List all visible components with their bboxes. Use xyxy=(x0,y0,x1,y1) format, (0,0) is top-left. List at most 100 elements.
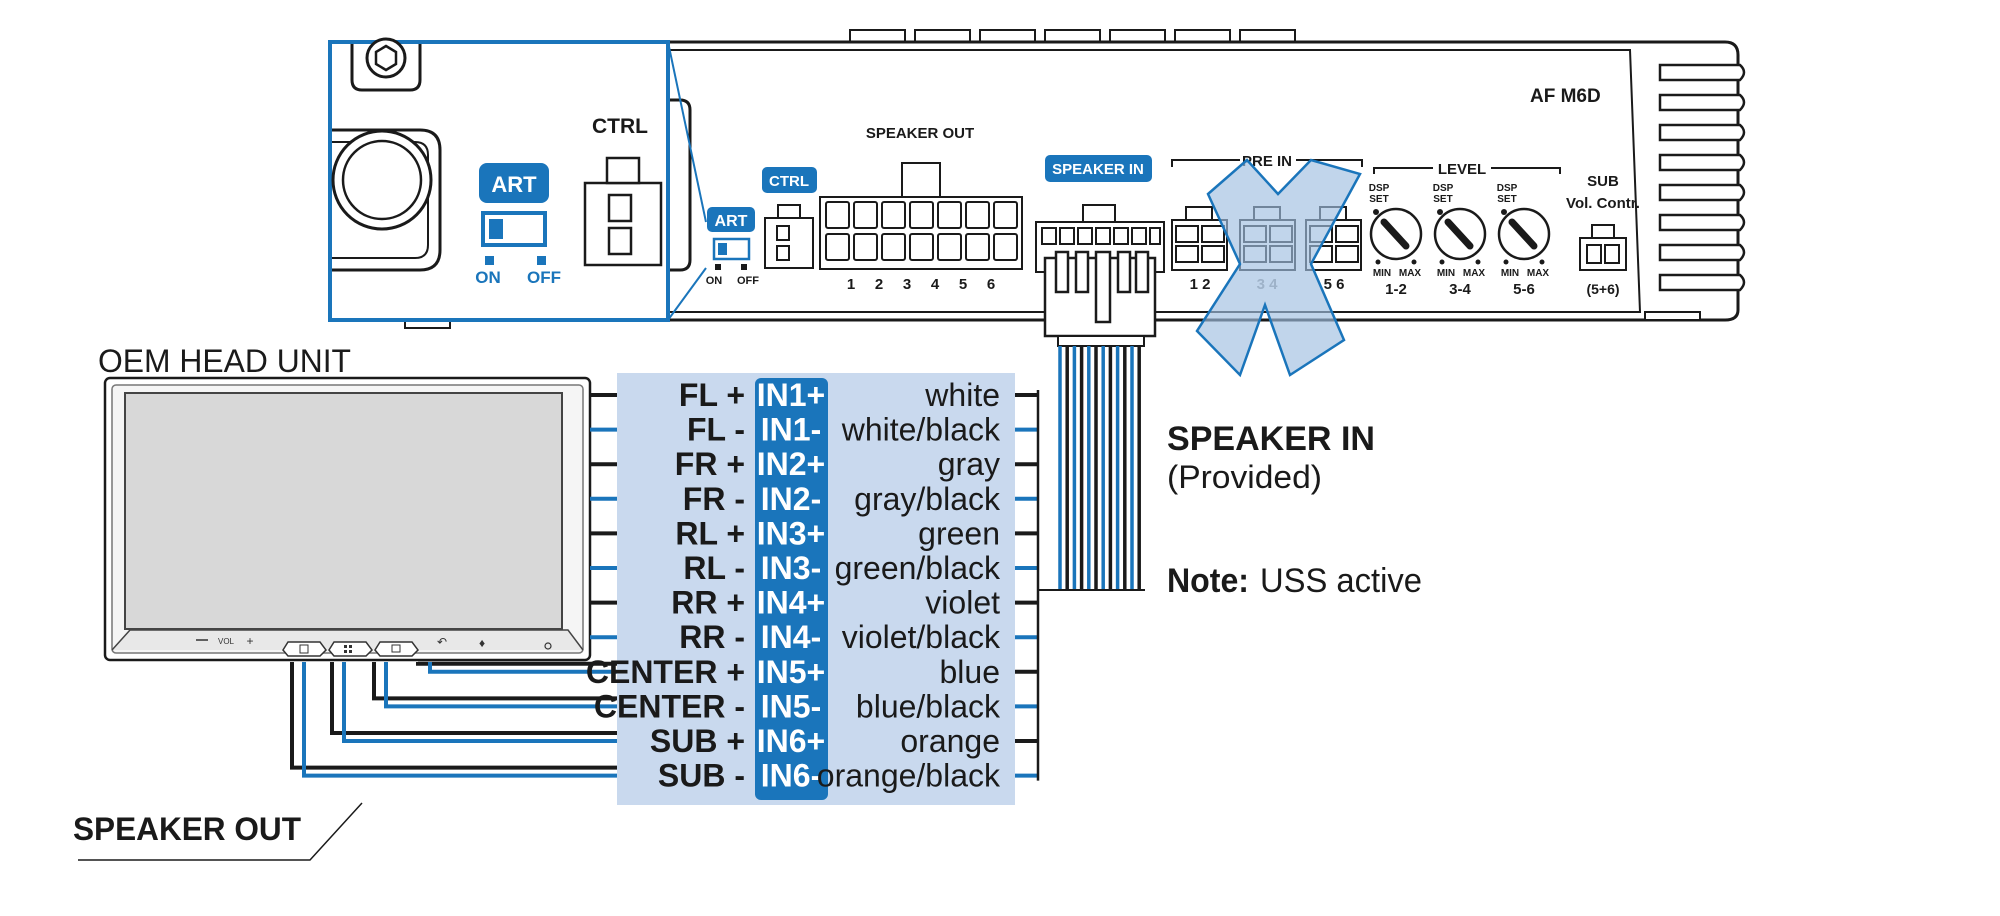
speaker-in-tag-label: SPEAKER IN xyxy=(1052,161,1144,178)
channel-label: RR - xyxy=(679,619,745,655)
speaker-out-pin-4: 4 xyxy=(931,276,940,293)
speaker-out-label: SPEAKER OUT xyxy=(73,811,301,847)
ctrl-tag-small-label: CTRL xyxy=(769,173,809,190)
input-label: IN1- xyxy=(761,412,821,448)
channel-label: FL + xyxy=(679,377,745,413)
voice-icon[interactable]: ♦ xyxy=(479,636,485,650)
head-unit-label: OEM HEAD UNIT xyxy=(98,343,351,379)
sub-vol-connector[interactable] xyxy=(1579,224,1627,271)
speaker-out-connector[interactable] xyxy=(819,162,1023,270)
knob-range-label: 5-6 xyxy=(1513,281,1535,298)
input-label: IN6+ xyxy=(757,723,825,759)
speaker-in-tag xyxy=(1045,155,1152,182)
ctrl-connector-large[interactable] xyxy=(583,156,663,267)
input-label: IN3+ xyxy=(757,515,825,551)
ctrl-connector-small[interactable] xyxy=(764,204,814,269)
ctrl-tag-small xyxy=(762,167,817,193)
input-label: IN5+ xyxy=(757,654,825,690)
channel-label: FR + xyxy=(675,446,745,482)
min-dot xyxy=(1375,259,1381,265)
amp-top-ridges xyxy=(849,29,1296,43)
media-button-icon[interactable] xyxy=(374,641,419,657)
knob-pointer xyxy=(1444,218,1474,250)
note-text: USS active xyxy=(1260,562,1422,600)
wire-color-label: blue xyxy=(940,654,1001,690)
plus-icon[interactable]: + xyxy=(246,634,253,648)
panel-output-pins xyxy=(1015,390,1040,781)
min-label: MIN xyxy=(1437,268,1455,279)
wire-color-label: orange xyxy=(900,723,1000,759)
art-off-small: OFF xyxy=(737,275,759,287)
head-unit-screen[interactable] xyxy=(124,392,563,630)
wire-color-label: violet/black xyxy=(842,619,1001,655)
speaker-in-note-title: SPEAKER IN xyxy=(1167,420,1375,458)
speaker-out-wire xyxy=(342,662,617,743)
speaker-out-pins: 1 2 3 4 5 6 xyxy=(847,276,995,293)
speaker-out-wire xyxy=(290,662,617,770)
wire-color-label: white/black xyxy=(841,412,1001,448)
pre-in-disabled-cross xyxy=(1195,158,1362,378)
max-label: MAX xyxy=(1399,268,1422,279)
max-dot xyxy=(1475,259,1481,265)
vol-contr-label: Vol. Contr. xyxy=(1566,195,1640,212)
channel-label: RL - xyxy=(683,550,745,586)
wire-color-label: gray xyxy=(938,446,1000,482)
level-header: LEVEL xyxy=(1438,161,1486,178)
speaker-in-plug xyxy=(1043,250,1157,338)
note-bold: Note: xyxy=(1167,562,1249,600)
input-label: IN3- xyxy=(761,550,821,586)
amp-model-label: AF M6D xyxy=(1530,86,1601,107)
min-dot xyxy=(1503,259,1509,265)
set-label: SET xyxy=(1497,194,1516,205)
set-label: SET xyxy=(1433,194,1452,205)
art-off-large: OFF xyxy=(527,268,561,287)
channel-label: RR + xyxy=(671,585,745,621)
head-unit: VOL + ↶ ♦ xyxy=(103,376,592,662)
channel-label: SUB - xyxy=(658,758,745,794)
speaker-out-header: SPEAKER OUT xyxy=(866,125,974,142)
power-icon[interactable] xyxy=(544,642,552,650)
input-label: IN4+ xyxy=(757,585,825,621)
speaker-out-pin-6: 6 xyxy=(987,276,995,293)
max-label: MAX xyxy=(1463,268,1486,279)
input-label: IN2+ xyxy=(757,446,825,482)
channel-label: RL + xyxy=(675,515,745,551)
art-tag-small-label: ART xyxy=(715,213,748,230)
speaker-out-wire xyxy=(302,662,617,778)
art-tag-large xyxy=(479,163,549,203)
knob-range-label: 1-2 xyxy=(1385,281,1407,298)
dsp-label: DSP xyxy=(1433,183,1454,194)
max-dot xyxy=(1539,259,1545,265)
channel-label: CENTER + xyxy=(586,654,745,690)
input-label: IN5- xyxy=(761,688,821,724)
speaker-out-pin-3: 3 xyxy=(903,276,911,293)
apps-button-icon[interactable] xyxy=(328,641,373,657)
input-label: IN1+ xyxy=(757,377,825,413)
channel-label: SUB + xyxy=(650,723,745,759)
back-icon[interactable]: ↶ xyxy=(437,635,447,649)
channel-label: CENTER - xyxy=(594,688,745,724)
dsp-set-dot xyxy=(1373,209,1379,215)
min-label: MIN xyxy=(1373,268,1391,279)
dsp-label: DSP xyxy=(1497,183,1518,194)
amp-heatsink-fins xyxy=(1658,63,1746,292)
sub-pin-label: (5+6) xyxy=(1586,281,1619,297)
input-label: IN4- xyxy=(761,619,821,655)
dsp-set-dot xyxy=(1437,209,1443,215)
min-dot xyxy=(1439,259,1445,265)
home-button-icon[interactable] xyxy=(282,641,327,657)
knob-pointer xyxy=(1380,218,1410,250)
art-ctrl-inset: ART ON OFF CTRL xyxy=(328,37,707,322)
art-tag-large-label: ART xyxy=(491,172,537,197)
wire-color-label: orange/black xyxy=(817,758,1001,794)
wire-color-label: white xyxy=(924,377,1000,413)
vol-label: VOL xyxy=(218,637,235,646)
speaker-in-note-subtitle: (Provided) xyxy=(1167,459,1322,495)
pre-in-label-1-2: 1 2 xyxy=(1190,276,1211,293)
